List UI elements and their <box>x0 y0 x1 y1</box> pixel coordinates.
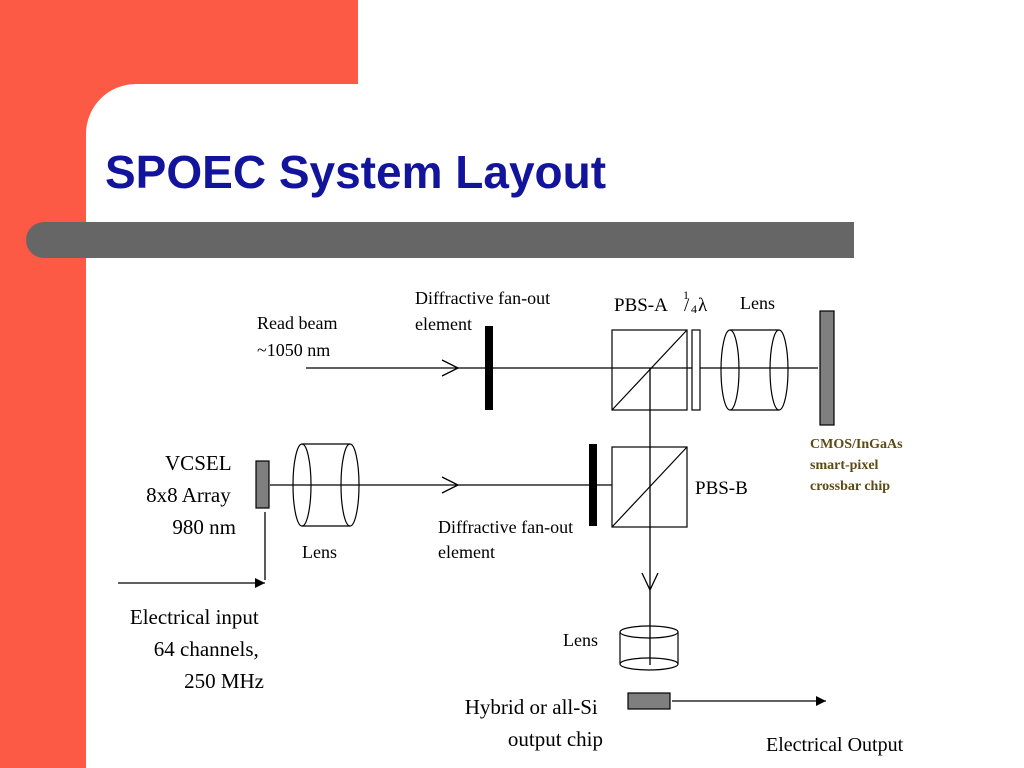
diffractive-top-label: Diffractive fan-out element <box>415 288 555 334</box>
output-chip <box>627 692 671 710</box>
electrical-output-label: Electrical Output <box>766 734 904 756</box>
lens-bottom-label: Lens <box>563 630 598 650</box>
lens-left <box>292 443 360 527</box>
pbs-a-cube <box>611 329 688 411</box>
read-beam-arrow <box>441 359 460 377</box>
lens-top-label: Lens <box>740 293 775 313</box>
electrical-input-label: Electrical input 64 channels, 250 MHz <box>130 605 264 693</box>
cmos-ingaas-chip <box>819 310 835 426</box>
title-divider-bar <box>26 222 854 258</box>
pbs-b-diagonal <box>611 446 688 528</box>
diffractive-element-top <box>485 326 493 410</box>
output-chip-label: Hybrid or all-Si output chip <box>465 695 603 751</box>
pbs-b-cube <box>611 446 688 528</box>
pbs-a-diagonal <box>611 329 688 411</box>
quarter-wave-plate <box>691 329 701 411</box>
lens-bottom <box>619 625 679 671</box>
vcsel-label: VCSEL 8x8 Array 980 nm <box>146 451 236 539</box>
diffractive-element-bottom <box>589 444 597 526</box>
pbs-a-label: PBS-A <box>614 295 668 316</box>
diffractive-bottom-label: Diffractive fan-out element <box>438 517 578 562</box>
vcsel-beam-arrow <box>441 476 460 494</box>
slide-title: SPOEC System Layout <box>105 146 607 198</box>
quarter-wave-label: 1 / 4 λ <box>683 283 708 317</box>
vcsel-array <box>255 460 270 509</box>
content-panel <box>86 84 1024 768</box>
lens-left-label: Lens <box>302 542 337 562</box>
chip-label: CMOS/InGaAs smart-pixel crossbar chip <box>810 437 906 494</box>
lens-top <box>720 329 789 411</box>
pbs-b-label: PBS-B <box>695 478 748 499</box>
vertical-beam-arrow <box>641 572 659 592</box>
read-beam-label: Read beam ~1050 nm <box>257 313 342 360</box>
